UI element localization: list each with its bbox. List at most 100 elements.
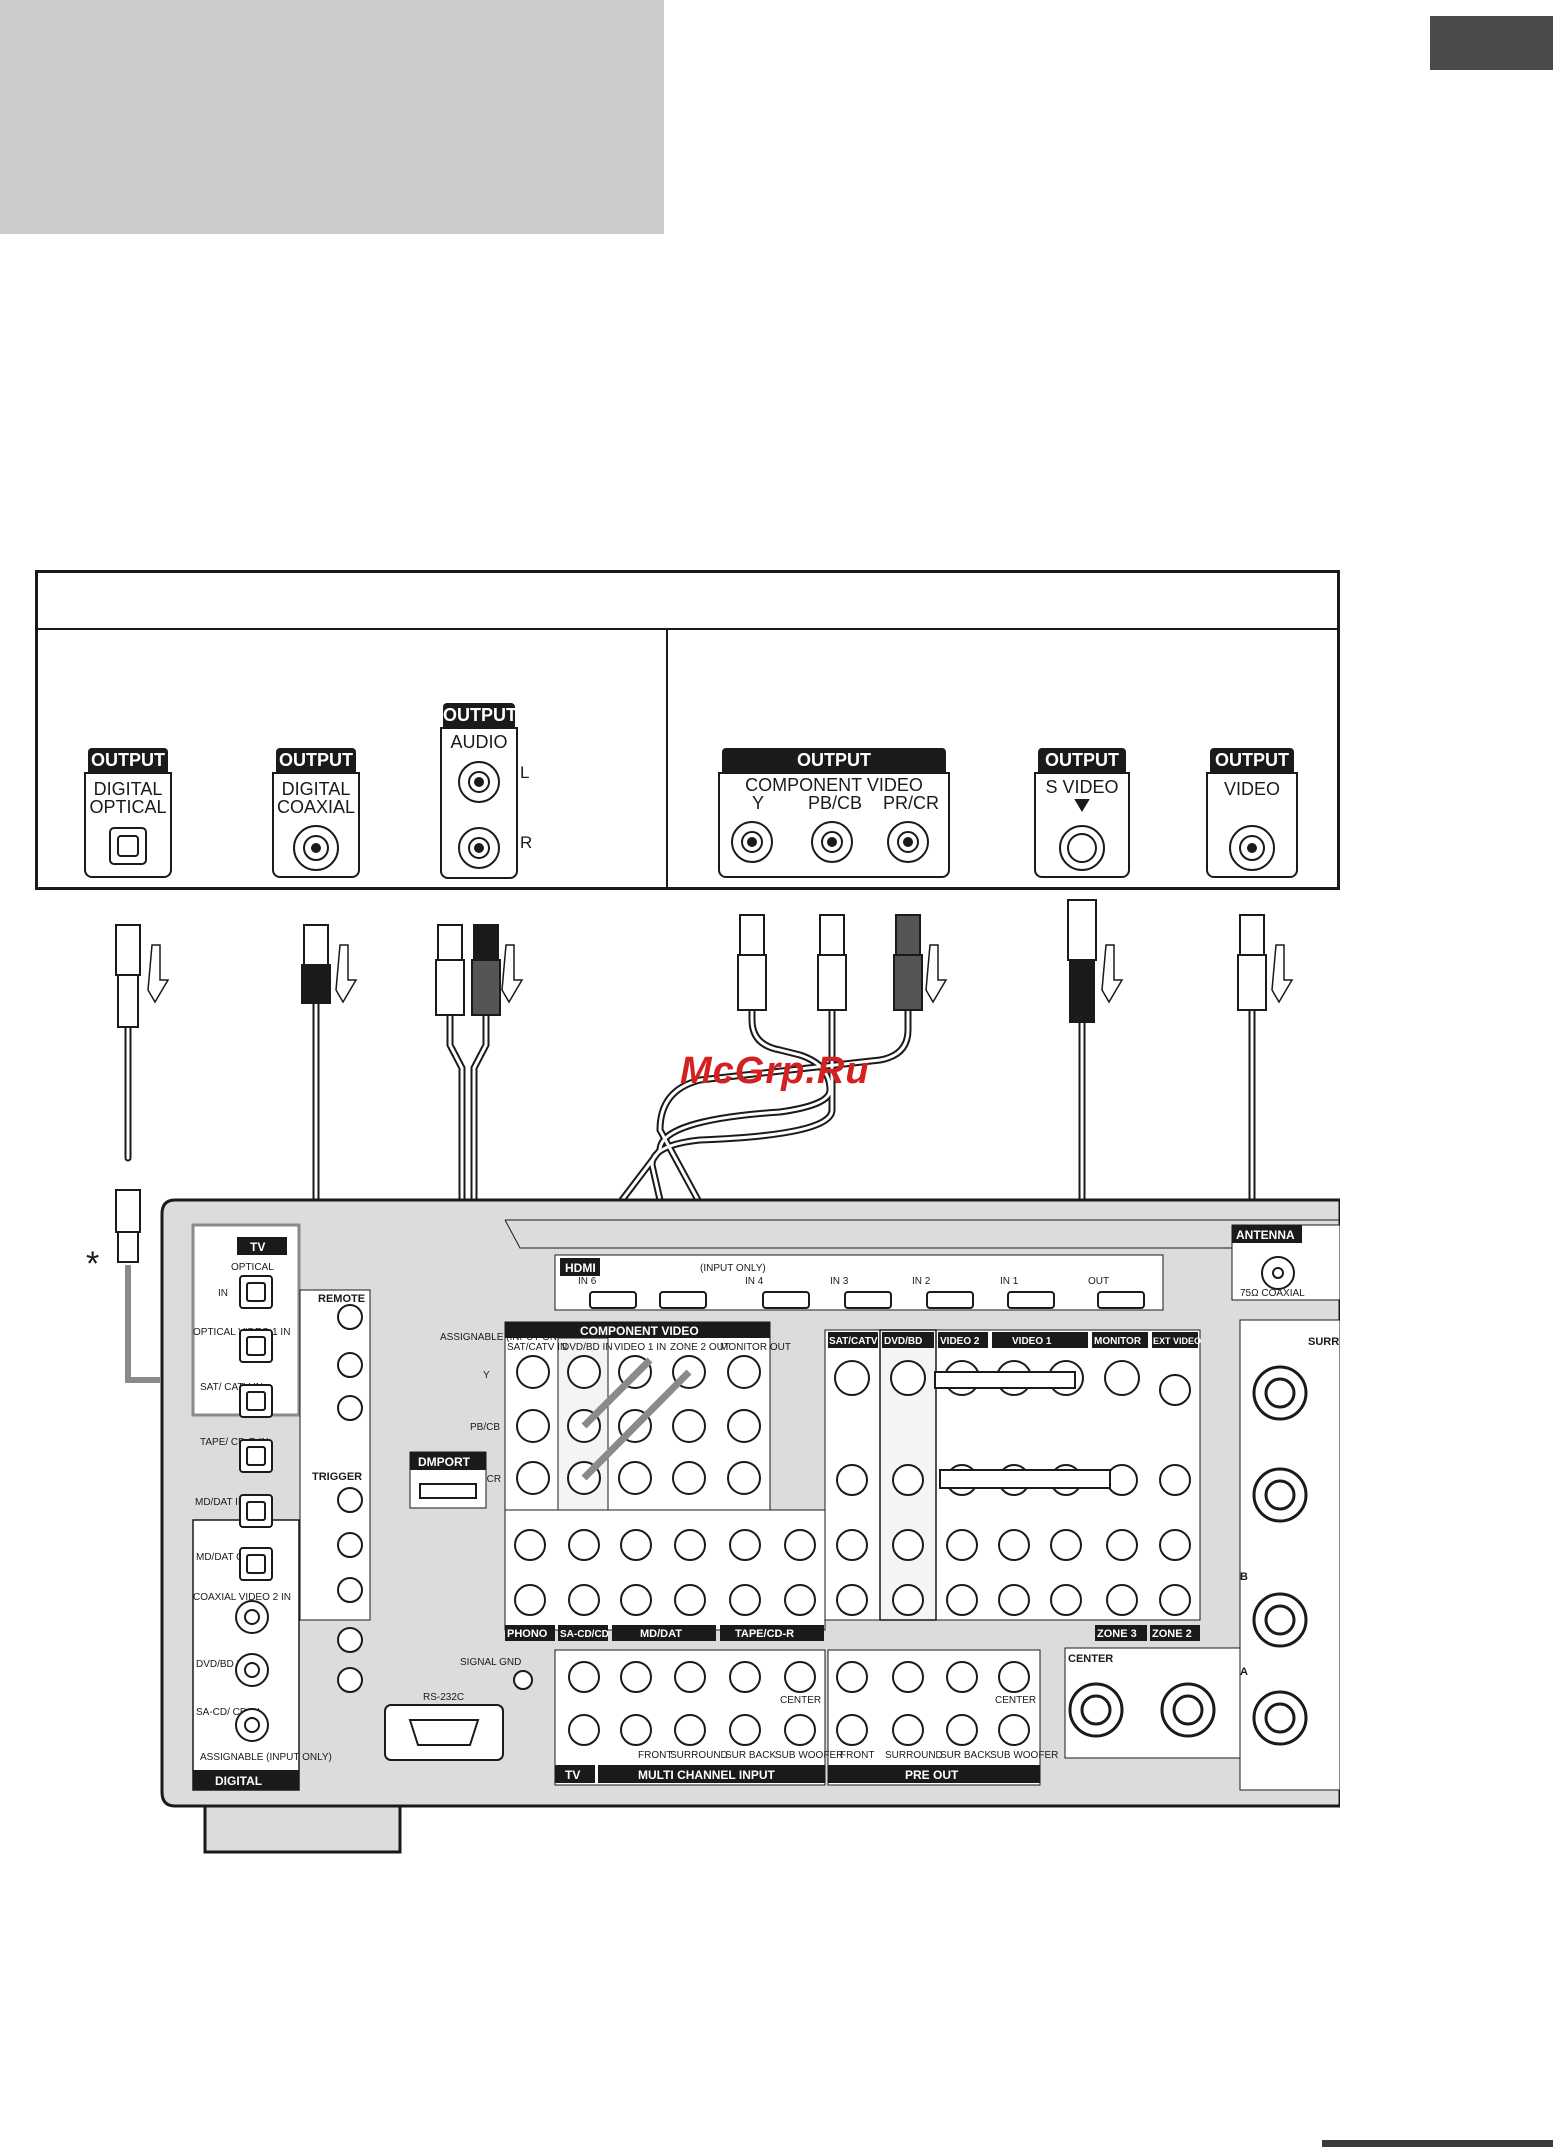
hdmi-ports [589, 1291, 1145, 1309]
video-header: OUTPUT [1210, 748, 1294, 772]
optical-mddat-label: MD/DAT IN [195, 1497, 245, 1508]
multichannel-front: FRONT [638, 1750, 672, 1761]
video-col-extvideo: EXT VIDEO [1153, 1336, 1201, 1346]
rs232c-label: RS-232C [423, 1692, 464, 1703]
speaker-b-label: B [1240, 1571, 1248, 1583]
video-col-video1: VIDEO 1 [1012, 1336, 1052, 1347]
component-channel-pr: PR/CR [882, 793, 939, 813]
digital-optical-line2: OPTICAL [89, 797, 167, 817]
multichannel-tv: TV [565, 1768, 580, 1782]
source-jacks [109, 761, 1275, 871]
component-col-monitor: MONITOR OUT [720, 1342, 791, 1353]
component-channel-pb: PB/CB [807, 793, 863, 813]
optical-tapecdr-label: TAPE/ CD-R IN [200, 1437, 269, 1448]
footer-bar [1322, 2140, 1553, 2147]
preout-subwoofer: SUB WOOFER [990, 1750, 1058, 1761]
preout-title: PRE OUT [905, 1768, 959, 1782]
remote-trigger-jacks [337, 1304, 363, 1693]
optical-satcatv-label: SAT/ CATV IN [200, 1382, 263, 1393]
trigger-label: TRIGGER [312, 1471, 362, 1483]
digital-optical-line1: DIGITAL [93, 779, 163, 799]
flow-arrows [147, 944, 1294, 1004]
digital-coaxial-header: OUTPUT [276, 748, 356, 772]
preout-surround: SURROUND [885, 1750, 943, 1761]
multichannel-subwoofer: SUB WOOFER [775, 1750, 843, 1761]
tv-optical-label: OPTICAL [231, 1262, 274, 1273]
group-zone2: ZONE 2 [1152, 1628, 1192, 1640]
digital-optical-header: OUTPUT [88, 748, 168, 772]
hdmi-in6: IN 6 [578, 1276, 597, 1287]
tv-header: TV [250, 1240, 265, 1254]
group-sacd: SA-CD/CD [560, 1629, 609, 1640]
speaker-center-label: CENTER [1068, 1653, 1113, 1665]
assignable-label: ASSIGNABLE (INPUT ONLY) [200, 1752, 332, 1763]
speaker-a-label: A [1240, 1666, 1248, 1678]
section-tab-marker [1430, 16, 1553, 70]
video-line1: VIDEO [1223, 779, 1280, 799]
audio-line1: AUDIO [450, 732, 508, 752]
speaker-surround-label: SURR [1308, 1336, 1339, 1348]
multichannel-center: CENTER [780, 1695, 821, 1706]
zone2-route [581, 1357, 692, 1481]
digital-jacks [235, 1275, 273, 1742]
group-phono: PHONO [507, 1628, 548, 1640]
multichannel-title: MULTI CHANNEL INPUT [638, 1768, 776, 1782]
header-banner [0, 0, 664, 234]
component-col-satcatv: SAT/CATV IN [507, 1342, 567, 1353]
receiver-foot [203, 1804, 402, 1854]
component-row-pb: PB/CB [470, 1422, 500, 1433]
mddat-out-label: MD/DAT OUT [196, 1552, 257, 1563]
coaxial-video2-label: COAXIAL VIDEO 2 IN [193, 1592, 291, 1603]
component-video-title: COMPONENT VIDEO [580, 1324, 699, 1338]
component-video-header: OUTPUT [722, 748, 946, 772]
video-col-satcatv: SAT/CATV [829, 1336, 878, 1347]
digital-group-title: DIGITAL [215, 1774, 262, 1788]
hdmi-out: OUT [1088, 1276, 1109, 1287]
panel-divider-vertical [666, 628, 668, 887]
component-col-zone2: ZONE 2 OUT [670, 1342, 730, 1353]
hdmi-in4: IN 4 [745, 1276, 764, 1287]
video-col-dvdbd: DVD/BD [884, 1336, 922, 1347]
tv-in-label: IN [218, 1288, 228, 1299]
watermark-text: McGrp.Ru [680, 1050, 870, 1092]
speaker-terminals [1068, 1365, 1308, 1746]
s-video-header: OUTPUT [1038, 748, 1126, 772]
optical-route [125, 1265, 160, 1383]
multichannel-surback: SUR BACK [725, 1750, 776, 1761]
source-plugs [115, 899, 1267, 1656]
component-video-line1: COMPONENT VIDEO [745, 775, 923, 795]
hdmi-label: HDMI [565, 1261, 596, 1275]
audio-channel-l: L [520, 763, 530, 782]
panel-divider-horizontal [38, 628, 1337, 630]
video-col-video2: VIDEO 2 [940, 1336, 980, 1347]
audio-header: OUTPUT [443, 703, 517, 727]
receiver-rear-panel: TV OPTICAL IN OPTICAL VIDEO 1 IN SAT/ CA… [160, 1198, 1340, 1854]
preout-front: FRONT [840, 1750, 874, 1761]
source-device-panel [35, 570, 1340, 890]
analog-audio-jacks [514, 1529, 816, 1616]
dmport-label: DMPORT [418, 1455, 471, 1469]
hdmi-in1: IN 1 [1000, 1276, 1019, 1287]
digital-coaxial-line2: COAXIAL [276, 797, 356, 817]
component-col-dvdbd: DVD/BD IN [562, 1342, 613, 1353]
antenna-coaxial: 75Ω COAXIAL [1240, 1288, 1305, 1299]
preout-center: CENTER [995, 1695, 1036, 1706]
component-channel-y: Y [751, 793, 764, 813]
hdmi-in3: IN 3 [830, 1276, 849, 1287]
group-mddat: MD/DAT [640, 1628, 682, 1640]
remote-label: REMOTE [318, 1293, 365, 1305]
group-tapecdr: TAPE/CD-R [735, 1628, 794, 1640]
footnote-asterisk: * [86, 1245, 100, 1283]
sacd-in-label: SA-CD/ CD IN [196, 1707, 260, 1718]
preout-surback: SUR BACK [940, 1750, 991, 1761]
s-video-line1: S VIDEO [1045, 777, 1119, 797]
signal-gnd-label: SIGNAL GND [460, 1657, 521, 1668]
antenna-label: ANTENNA [1236, 1228, 1295, 1242]
component-col-video1: VIDEO 1 IN [614, 1342, 666, 1353]
multichannel-jacks [568, 1661, 1030, 1746]
dvdbd-in-label: DVD/BD IN [196, 1659, 247, 1670]
hdmi-note: (INPUT ONLY) [700, 1263, 766, 1274]
hdmi-in2: IN 2 [912, 1276, 931, 1287]
s-video-panel: S VIDEO [1034, 772, 1130, 878]
video-col-monitor: MONITOR [1094, 1336, 1142, 1347]
